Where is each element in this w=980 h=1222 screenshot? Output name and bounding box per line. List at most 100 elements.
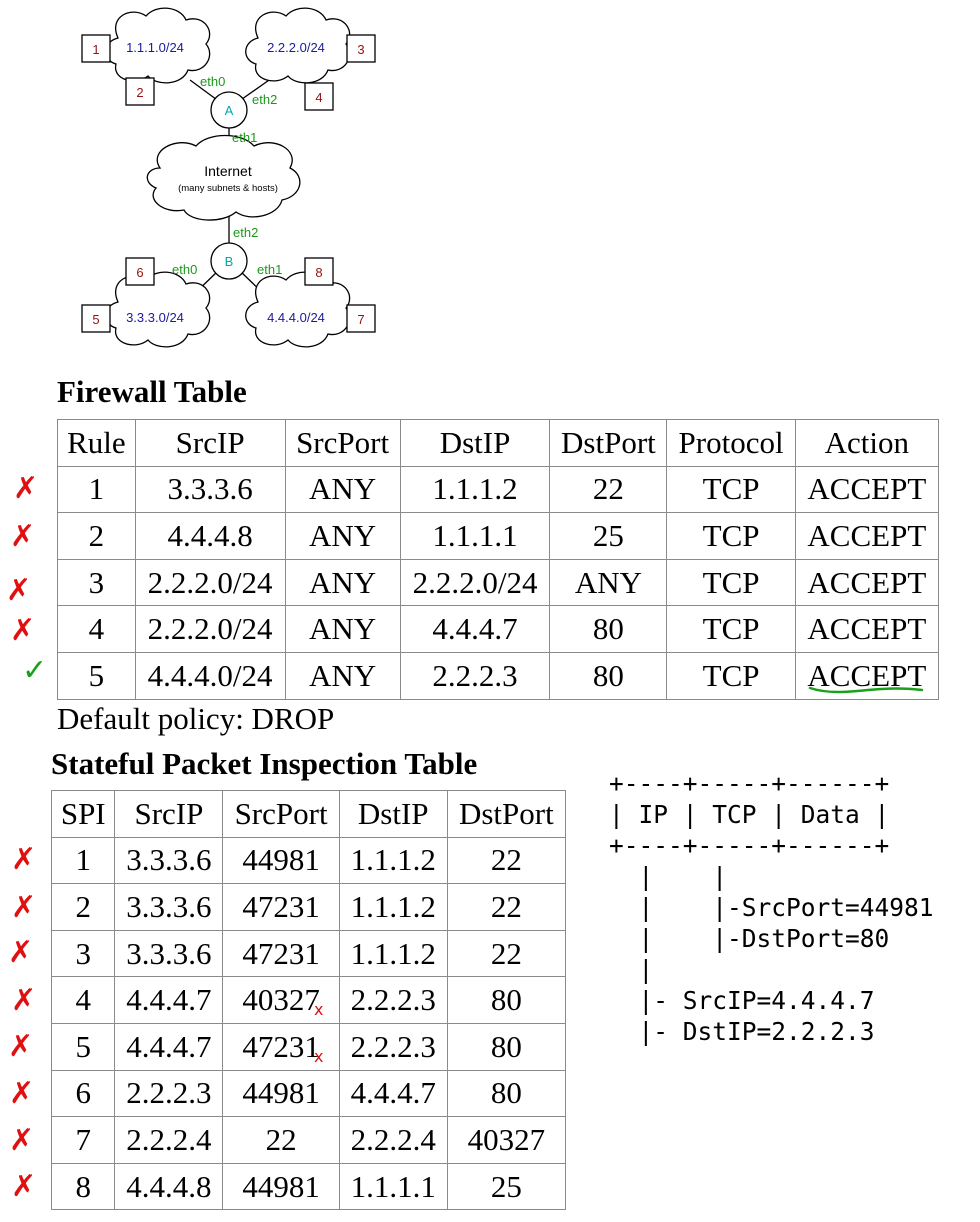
ascii-line: +----+-----+------+ [609, 831, 890, 860]
table-row: 3 2.2.2.0/24 ANY 2.2.2.0/24 ANY TCP ACCE… [57, 558, 940, 607]
cell-dstip: 2.2.2.3 [338, 1022, 448, 1071]
cell-dstip: 4.4.4.7 [399, 605, 551, 653]
cell-srcport: 47231 [222, 883, 340, 931]
router-b [210, 242, 248, 280]
host-label-5: 5 [92, 312, 99, 327]
cell-dstport: 40327 [446, 1116, 567, 1164]
cell-dstport: 22 [446, 929, 567, 978]
spi-table-title: Stateful Packet Inspection Table [51, 746, 478, 781]
cell-srcip: 3.3.3.6 [114, 929, 224, 978]
ascii-line: | | [609, 862, 728, 891]
cell-rule: 1 [57, 465, 136, 514]
cell-dstip: 2.2.2.4 [338, 1116, 448, 1164]
firewall-table: Rule SrcIP SrcPort DstIP DstPort Protoco… [57, 419, 940, 700]
cell-dstip: 1.1.1.1 [338, 1162, 448, 1211]
cell-srcport: 44981 [222, 836, 340, 885]
cell-rule: 4 [57, 605, 136, 653]
host-label-4: 4 [315, 90, 322, 105]
cell-srcip: 3.3.3.6 [114, 836, 224, 885]
cell-dstport: 25 [549, 512, 668, 560]
firewall-table-title: Firewall Table [57, 374, 247, 409]
ascii-line: +----+-----+------+ [609, 769, 890, 798]
ascii-line: |- DstIP=2.2.2.3 [609, 1017, 875, 1046]
table-row: 4 4.4.4.7 40327 2.2.2.3 80 [50, 976, 567, 1024]
cross-mark-icon: ✗ [8, 1029, 34, 1064]
host-label-6: 6 [136, 265, 143, 280]
host-box-1 [81, 34, 111, 63]
cell-srcport: 47231 [222, 929, 340, 978]
cell-spi: 2 [50, 883, 116, 931]
cross-mark-icon: ✗ [10, 613, 36, 648]
small-cross-mark-icon: x [314, 1000, 324, 1019]
cell-dstport: 80 [446, 1069, 567, 1118]
cell-srcport: ANY [284, 605, 401, 653]
cell-spi: 4 [50, 976, 116, 1024]
spi-table: SPI SrcIP SrcPort DstIP DstPort 1 3.3.3.… [50, 790, 567, 1211]
cross-mark-icon: ✗ [6, 573, 32, 608]
cell-dstport: 22 [446, 883, 567, 931]
cell-dstip: 2.2.2.0/24 [399, 558, 551, 607]
cell-srcip: 2.2.2.3 [114, 1069, 224, 1118]
cell-srcip: 4.4.4.0/24 [134, 651, 286, 700]
cell-dstip: 1.1.1.2 [338, 929, 448, 978]
cell-dstip: 1.1.1.1 [399, 512, 551, 560]
network-topology-diagram: 1.1.1.0/24 2.2.2.0/24 3.3.3.0/24 4.4.4.0… [81, 7, 376, 348]
cell-srcport: ANY [284, 465, 401, 514]
subnet-label-bottom-left: 3.3.3.0/24 [126, 310, 184, 325]
cell-protocol: TCP [666, 605, 796, 653]
host-box-2 [125, 77, 155, 106]
interface-a-eth1: eth1 [232, 130, 257, 145]
subnet-label-bottom-right: 4.4.4.0/24 [267, 310, 325, 325]
cell-protocol: TCP [666, 651, 796, 700]
subnet-label-top-left: 1.1.1.0/24 [126, 40, 184, 55]
small-cross-mark-icon: x [314, 1047, 324, 1066]
header-dstport: DstPort [446, 790, 567, 838]
cell-rule: 3 [57, 558, 136, 607]
table-row: 4 2.2.2.0/24 ANY 4.4.4.7 80 TCP ACCEPT [57, 605, 940, 653]
cell-srcip: 4.4.4.8 [134, 512, 286, 560]
handwritten-underline [808, 686, 924, 694]
cell-srcip: 2.2.2.4 [114, 1116, 224, 1164]
interface-b-eth2: eth2 [233, 225, 258, 240]
host-box-6 [125, 257, 155, 286]
cell-dstport: 80 [549, 605, 668, 653]
interface-b-eth0: eth0 [172, 262, 197, 277]
cell-spi: 8 [50, 1162, 116, 1211]
cell-dstport: 80 [446, 976, 567, 1024]
cell-action: ACCEPT [794, 605, 940, 653]
table-row: 2 4.4.4.8 ANY 1.1.1.1 25 TCP ACCEPT [57, 512, 940, 560]
cell-spi: 7 [50, 1116, 116, 1164]
cell-srcip: 2.2.2.0/24 [134, 558, 286, 607]
cell-srcport: 44981 [222, 1069, 340, 1118]
table-row: 3 3.3.3.6 47231 1.1.1.2 22 [50, 929, 567, 978]
host-box-4 [304, 82, 334, 111]
host-label-7: 7 [357, 312, 364, 327]
header-srcport: SrcPort [222, 790, 340, 838]
host-box-3 [346, 34, 376, 63]
host-label-2: 2 [136, 85, 143, 100]
cell-action: ACCEPT [794, 465, 940, 514]
cell-action: ACCEPT [794, 512, 940, 560]
cell-dstport: 22 [446, 836, 567, 885]
header-dstip: DstIP [399, 419, 551, 467]
header-srcport: SrcPort [284, 419, 401, 467]
spi-header-row: SPI SrcIP SrcPort DstIP DstPort [50, 790, 567, 838]
cell-srcip: 4.4.4.7 [114, 1022, 224, 1071]
cross-mark-icon: ✗ [11, 983, 37, 1018]
header-dstip: DstIP [338, 790, 448, 838]
ascii-line: |- SrcIP=4.4.4.7 [609, 986, 875, 1015]
host-label-1: 1 [92, 42, 99, 57]
cell-dstip: 4.4.4.7 [338, 1069, 448, 1118]
cell-protocol: TCP [666, 465, 796, 514]
cell-srcport: ANY [284, 558, 401, 607]
ascii-line: | [609, 955, 654, 984]
interface-a-eth0: eth0 [200, 74, 225, 89]
cross-mark-icon: ✗ [11, 1169, 37, 1204]
cross-mark-icon: ✗ [10, 519, 36, 554]
cell-spi: 6 [50, 1069, 116, 1118]
cell-dstport: 22 [549, 465, 668, 514]
subnet-label-top-right: 2.2.2.0/24 [267, 40, 325, 55]
cell-rule: 5 [57, 651, 136, 700]
cell-dstport: 25 [446, 1162, 567, 1211]
host-box-7 [346, 304, 376, 333]
